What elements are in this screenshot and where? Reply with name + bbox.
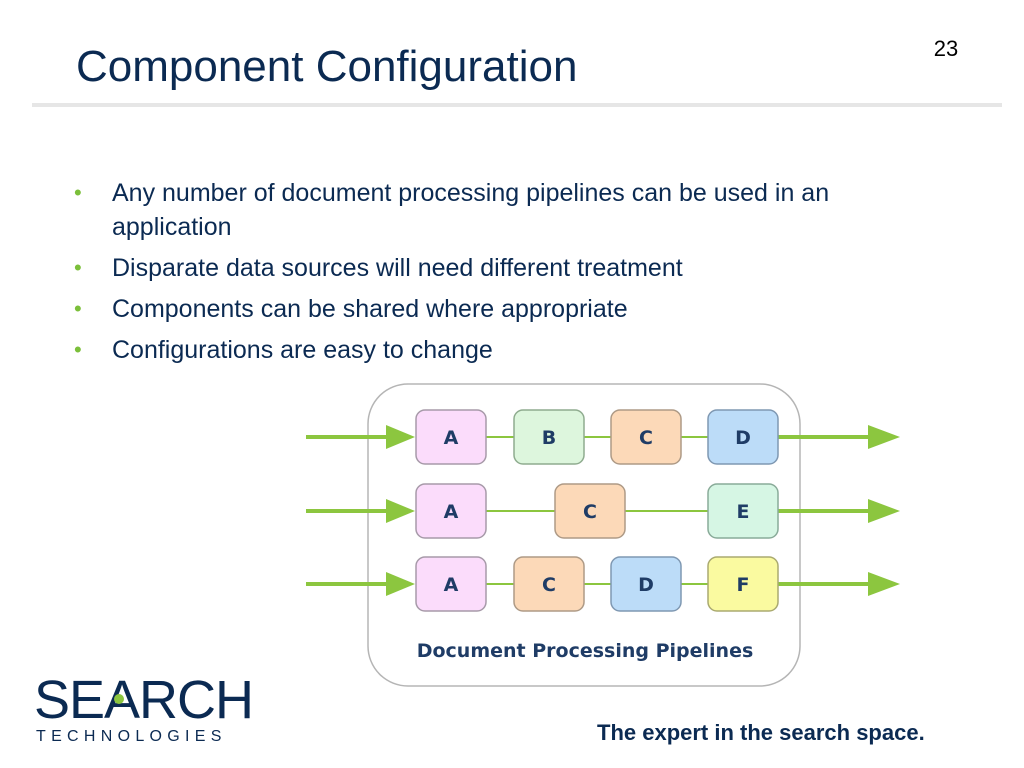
title-divider — [32, 103, 1002, 107]
company-logo: SEARCH TECHNOLOGIES — [34, 672, 274, 748]
component-box-d: D — [610, 556, 682, 612]
logo-wordmark: SEARCH — [34, 670, 254, 730]
component-box-c: C — [554, 483, 626, 539]
component-box-a: A — [415, 556, 487, 612]
component-box-a: A — [415, 483, 487, 539]
component-box-shape — [707, 556, 779, 612]
bullet-list: • Any number of document processing pipe… — [70, 176, 950, 374]
bullet-marker: • — [74, 337, 82, 362]
inbound-arrow-head — [386, 425, 415, 449]
component-box-shape — [415, 556, 487, 612]
component-label: C — [583, 501, 597, 523]
logo-subtitle: TECHNOLOGIES — [36, 728, 227, 745]
bullet-text: Configurations are easy to change — [112, 336, 493, 364]
component-label: E — [737, 501, 750, 523]
bullet-item: • Any number of document processing pipe… — [70, 176, 950, 244]
diagram-caption: Document Processing Pipelines — [417, 640, 754, 662]
inbound-arrow-head — [386, 572, 415, 596]
bullet-text: Disparate data sources will need differe… — [112, 254, 683, 282]
bullet-marker: • — [74, 180, 82, 205]
page-number: 23 — [933, 36, 959, 61]
company-tagline: The expert in the search space. — [597, 720, 925, 745]
component-box-shape — [513, 556, 585, 612]
component-label: A — [444, 427, 459, 449]
pipelines-diagram: A B C D A C E A C D F Document Processing Pipelines — [300, 378, 910, 698]
component-box-shape — [707, 409, 779, 465]
component-label: D — [735, 427, 751, 449]
component-box-c: C — [610, 409, 682, 465]
bullet-text: Any number of document processing pipeli… — [112, 179, 830, 241]
component-box-shape — [610, 556, 682, 612]
component-box-f: F — [707, 556, 779, 612]
bullet-item: • Components can be shared where appropr… — [70, 292, 950, 326]
outbound-arrow-head — [868, 499, 900, 523]
component-box-d: D — [707, 409, 779, 465]
component-label: B — [542, 427, 556, 449]
outbound-arrow-head — [868, 572, 900, 596]
bullet-marker: • — [74, 255, 82, 280]
bullet-item: • Configurations are easy to change — [70, 333, 950, 367]
component-box-shape — [415, 409, 487, 465]
component-box-shape — [513, 409, 585, 465]
component-label: C — [542, 574, 556, 596]
component-box-c: C — [513, 556, 585, 612]
component-box-a: A — [415, 409, 487, 465]
bullet-marker: • — [74, 296, 82, 321]
slide-title: Component Configuration — [76, 42, 578, 91]
component-label: F — [737, 574, 750, 596]
bullet-item: • Disparate data sources will need diffe… — [70, 251, 950, 285]
inbound-arrow-head — [386, 499, 415, 523]
component-box-e: E — [707, 483, 779, 539]
logo-dot-icon — [114, 694, 124, 704]
component-label: C — [639, 427, 653, 449]
component-box-shape — [707, 483, 779, 539]
component-box-b: B — [513, 409, 585, 465]
component-label: A — [444, 501, 459, 523]
component-label: D — [638, 574, 654, 596]
component-box-shape — [610, 409, 682, 465]
bullet-text: Components can be shared where appropria… — [112, 295, 628, 323]
component-box-shape — [415, 483, 487, 539]
outbound-arrow-head — [868, 425, 900, 449]
component-label: A — [444, 574, 459, 596]
component-box-shape — [554, 483, 626, 539]
